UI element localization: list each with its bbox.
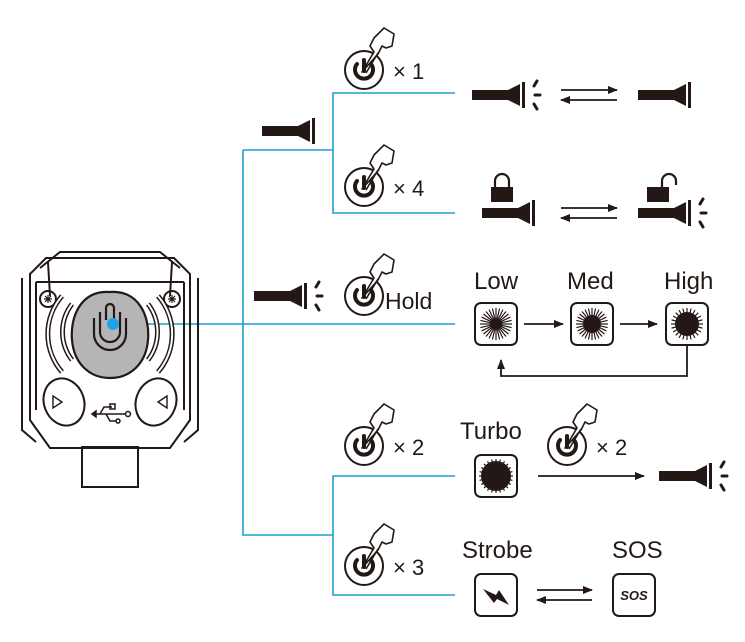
press-count-x1: × 1	[393, 59, 425, 84]
press-power-icon-x2	[343, 402, 396, 467]
press-count-x2: × 2	[393, 435, 425, 460]
touch-u-icon	[92, 302, 128, 352]
toggle-arrows-icon	[560, 204, 618, 222]
press-power-icon-x3	[343, 522, 396, 587]
locked-flashlight-icon	[482, 172, 535, 226]
toggle-arrows-icon	[536, 586, 593, 604]
unlocked-flashlight-icon	[638, 172, 708, 229]
mode-low-icon	[474, 302, 518, 346]
hold-label: Hold	[385, 288, 433, 314]
screw-left-icon	[39, 290, 57, 308]
usb-icon	[90, 403, 132, 424]
indicator-dot	[107, 318, 119, 330]
mode-sos-label: SOS	[612, 537, 663, 564]
flashlight-off-icon	[262, 118, 315, 144]
top-branch-line	[332, 92, 455, 214]
flashlight-on-icon	[659, 460, 729, 492]
flashlight-on-icon	[254, 280, 324, 312]
connector-lines	[113, 92, 455, 596]
mode-med-label: Med	[567, 268, 614, 295]
cycle-back-arrow	[497, 346, 688, 377]
mode-high-icon	[665, 302, 709, 346]
toggle-arrows-icon	[560, 86, 618, 104]
mode-turbo-label: Turbo	[460, 418, 522, 445]
power-touch-button[interactable]	[70, 290, 150, 380]
sos-icon-text: SOS	[620, 588, 648, 603]
main-trunk-line	[242, 150, 333, 536]
flashlight-switch-device	[21, 251, 199, 488]
press-count-x3: × 3	[393, 555, 425, 580]
flashlight-off-icon	[638, 82, 691, 108]
mode-turbo-icon	[474, 454, 518, 498]
press-power-icon-x2-turbo	[546, 402, 599, 467]
mode-strobe-icon	[474, 573, 518, 617]
mode-high-label: High	[664, 268, 714, 295]
lightning-icon	[483, 589, 509, 605]
mode-low-label: Low	[474, 268, 519, 295]
press-power-icon-x4	[343, 143, 396, 208]
press-power-icon-x1	[343, 26, 396, 91]
mode-strobe-label: Strobe	[462, 537, 533, 564]
screw-right-icon	[163, 290, 181, 308]
press-count-x4: × 4	[393, 176, 425, 201]
mode-med-icon	[570, 302, 614, 346]
flashlight-on-icon	[472, 79, 542, 111]
mode-sos-icon: SOS	[612, 573, 656, 617]
bottom-branch-line	[332, 475, 455, 596]
press-count-x2-turbo: × 2	[596, 435, 628, 460]
